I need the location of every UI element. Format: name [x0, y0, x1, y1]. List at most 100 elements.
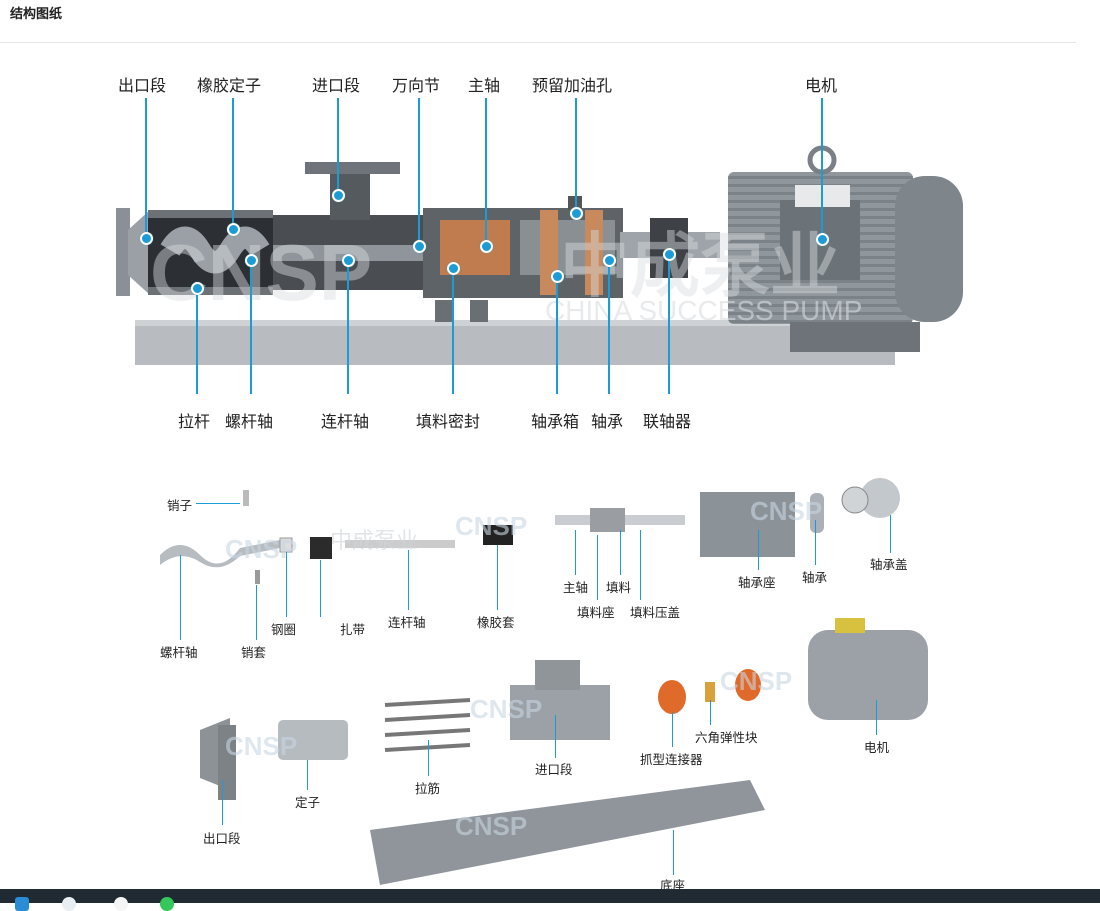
pointer-dot: [191, 282, 204, 295]
pointer-packing: [620, 530, 621, 575]
svg-text:CNSP: CNSP: [720, 666, 792, 696]
pointer-dot: [480, 240, 493, 253]
label-stator: 定子: [295, 795, 321, 810]
svg-text:CNSP: CNSP: [750, 496, 822, 526]
label-connecting-rod-2: 连杆轴: [388, 615, 426, 630]
pointer-bearing-seat: [758, 530, 759, 570]
pointer-packing-seal: [452, 266, 454, 394]
label-bearing-box: 轴承箱: [531, 412, 580, 431]
pointer-rubber-sleeve: [497, 545, 498, 610]
pointer-main-shaft-2: [575, 530, 576, 575]
label-motor-2: 电机: [864, 740, 890, 755]
pointer-dot: [551, 270, 564, 283]
pointer-dot: [447, 262, 460, 275]
github-icon[interactable]: [114, 897, 128, 911]
label-main-shaft-2: 主轴: [563, 580, 589, 595]
pointer-bearing-cover: [890, 515, 891, 553]
label-screw-shaft-2: 螺杆轴: [160, 645, 198, 660]
pointer-screw-shaft-2: [180, 555, 181, 640]
label-oil-hole: 预留加油孔: [532, 76, 613, 95]
pointer-inlet: [337, 98, 339, 193]
pointer-oil-hole: [575, 98, 577, 211]
pointer-dot: [603, 254, 616, 267]
browser-icon[interactable]: [62, 897, 76, 911]
chat-icon[interactable]: [160, 897, 174, 911]
label-cable-tie: 扎带: [340, 622, 366, 637]
pointer-base: [673, 830, 674, 875]
label-outlet-section: 出口段: [118, 76, 167, 95]
label-bearing-cover: 轴承盖: [870, 557, 908, 572]
pointer-motor: [821, 98, 823, 238]
label-packing-seal: 填料密封: [416, 412, 481, 431]
label-hex-block: 六角弹性块: [695, 730, 758, 745]
label-tie-rod: 拉杆: [178, 412, 211, 431]
pointer-dot: [227, 223, 240, 236]
pointer-dot: [570, 207, 583, 220]
label-gland: 填料压盖: [630, 605, 681, 620]
label-steel-ring: 钢圈: [271, 622, 297, 637]
pump-assembly-illustration: CNSP 中成泵业 CHINA SUCCESS PUMP: [116, 145, 963, 365]
pointer-tie-bar: [428, 740, 429, 776]
pointer-dot: [245, 254, 258, 267]
app-icon[interactable]: [15, 897, 29, 911]
label-screw-shaft: 螺杆轴: [225, 412, 274, 431]
label-outlet-2: 出口段: [203, 831, 241, 846]
pointer-motor-2: [876, 700, 877, 735]
label-bearing-2: 轴承: [802, 570, 828, 585]
label-packing-seat: 填料座: [577, 605, 615, 620]
svg-text:中成泵业: 中成泵业: [330, 529, 418, 554]
pointer-cable-tie: [320, 560, 321, 617]
svg-text:CNSP: CNSP: [225, 534, 297, 564]
pointer-steel-ring: [286, 552, 287, 617]
label-rubber-sleeve: 橡胶套: [477, 615, 515, 630]
label-universal-joint: 万向节: [392, 76, 441, 95]
pointer-pin: [196, 503, 240, 504]
label-coupling: 联轴器: [643, 412, 692, 431]
svg-text:CNSP: CNSP: [470, 694, 542, 724]
pointer-gland: [640, 530, 641, 600]
pointer-screw-shaft: [250, 258, 252, 394]
pointer-dot: [816, 233, 829, 246]
svg-text:CNSP: CNSP: [225, 731, 297, 761]
label-pin-sleeve: 销套: [241, 645, 267, 660]
pointer-dot: [663, 248, 676, 261]
svg-text:CNSP: CNSP: [455, 511, 527, 541]
pointer-outlet-2: [222, 780, 223, 825]
label-main-shaft: 主轴: [468, 76, 501, 95]
pointer-pin-sleeve: [256, 585, 257, 640]
pointer-outlet: [145, 98, 147, 238]
label-motor: 电机: [805, 76, 838, 95]
pointer-stator: [307, 760, 308, 790]
pointer-bearing: [608, 258, 610, 394]
label-rubber-stator: 橡胶定子: [197, 76, 262, 95]
header-divider: [0, 42, 1076, 43]
page-title: 结构图纸: [10, 7, 63, 22]
pointer-stator: [232, 98, 234, 228]
label-packing: 填料: [606, 580, 632, 595]
label-tie-bar: 拉筋: [415, 781, 441, 796]
pointer-inlet-2: [555, 715, 556, 758]
pointer-shaft: [485, 98, 487, 244]
pointer-bearing-box: [556, 275, 558, 394]
label-inlet-2: 进口段: [535, 762, 573, 777]
pointer-dot: [342, 254, 355, 267]
pointer-tie-rod: [196, 288, 198, 394]
taskbar: [0, 889, 1100, 911]
pointer-dot: [332, 189, 345, 202]
pointer-dot: [140, 232, 153, 245]
pointer-bearing-2: [815, 520, 816, 565]
svg-text:CNSP: CNSP: [150, 228, 372, 317]
pointer-coupling: [668, 252, 670, 394]
label-connecting-rod: 连杆轴: [321, 412, 370, 431]
pointer-packing-seat: [597, 535, 598, 600]
pointer-connecting-rod: [347, 258, 349, 394]
pointer-claw-coupling: [672, 712, 673, 747]
pointer-joint: [418, 98, 420, 244]
svg-text:CNSP: CNSP: [455, 811, 527, 841]
pointer-dot: [413, 240, 426, 253]
label-bearing: 轴承: [591, 412, 624, 431]
pointer-hex-block: [710, 700, 711, 725]
label-claw-coupling: 抓型连接器: [640, 752, 703, 767]
label-bearing-seat: 轴承座: [738, 575, 776, 590]
